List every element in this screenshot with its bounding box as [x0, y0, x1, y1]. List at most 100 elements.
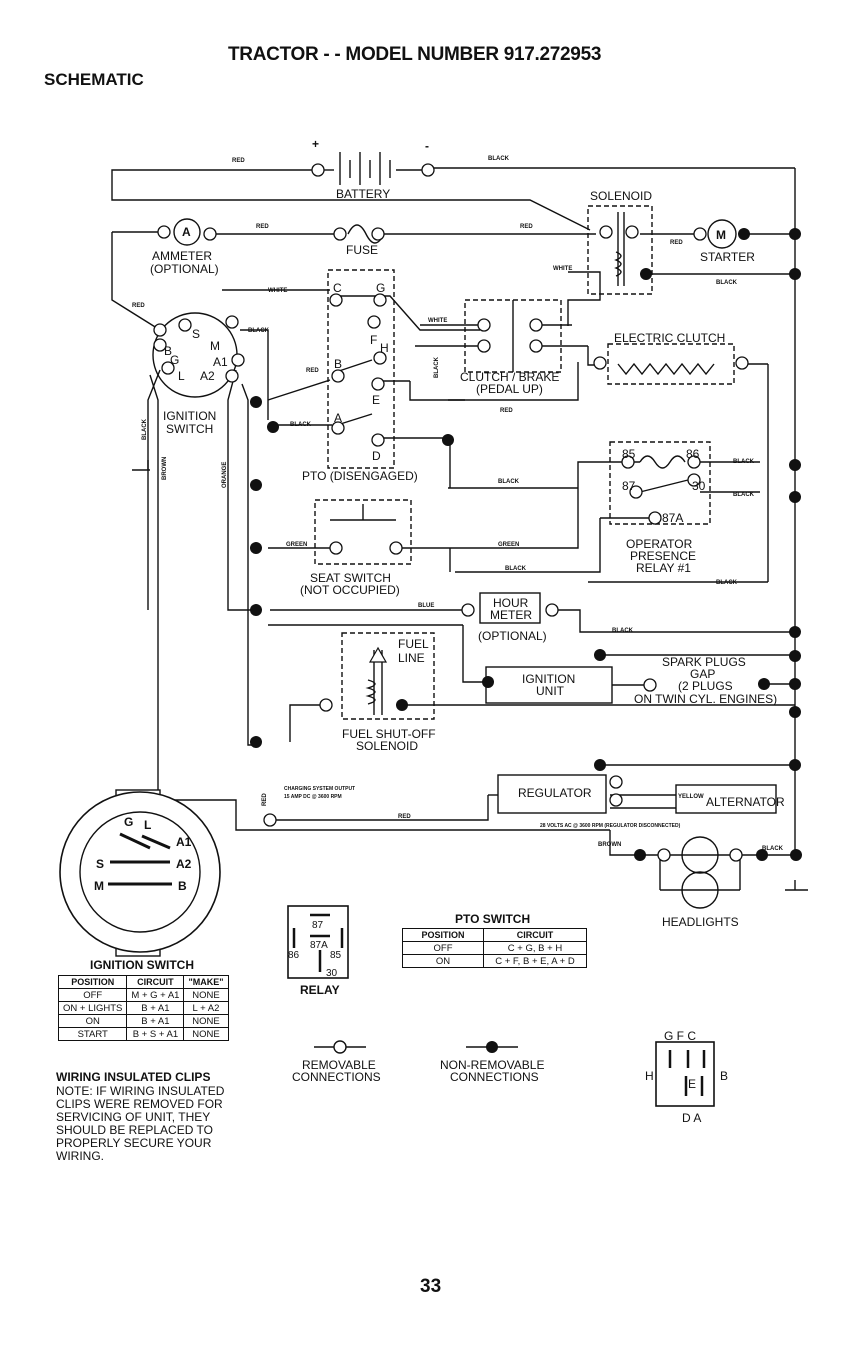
ign-col-make: "MAKE" [183, 975, 229, 989]
fuel-solenoid-label: FUEL SHUT-OFF [342, 727, 436, 741]
regulator-label: REGULATOR [518, 786, 592, 800]
pto-terminal-h: H [380, 341, 389, 355]
ign-face-m: M [94, 879, 104, 893]
relay-terminal-30: 30 [692, 479, 706, 493]
pto-col-position: POSITION [402, 928, 484, 942]
ignition-switch-diagram: G L A1 S A2 M B [59, 789, 221, 957]
ign-face-a1: A1 [176, 835, 192, 849]
wire-label-black: BLACK [248, 328, 270, 334]
wire-label-white: WHITE [428, 318, 447, 324]
relay-title: RELAY [300, 983, 340, 997]
starter-letter: M [716, 228, 726, 242]
ign-terminal-s: S [192, 327, 200, 341]
battery-plus: + [312, 137, 319, 151]
wire-label-blue: BLUE [418, 603, 434, 609]
legend-nonremovable: NON-REMOVABLE [440, 1058, 544, 1072]
legend-nonremovable-2: CONNECTIONS [450, 1070, 539, 1084]
wire-label-black: BLACK [612, 628, 634, 634]
table-row: ON + LIGHTS B + A1 L + A2 [57, 1001, 229, 1015]
electric-clutch-label: ELECTRIC CLUTCH [614, 331, 725, 345]
pto-terminal-e: E [372, 393, 380, 407]
starter-label: STARTER [700, 250, 755, 264]
spark-plugs-label: SPARK PLUGS [662, 655, 746, 669]
pto-col-circuit: CIRCUIT [483, 928, 587, 942]
wire-label-black: BLACK [290, 422, 312, 428]
wire-label-black: BLACK [716, 580, 738, 586]
legend-removable: REMOVABLE [302, 1058, 376, 1072]
relay-label-2: PRESENCE [630, 549, 696, 563]
nonremovable-connectors [250, 228, 802, 861]
fuse-label: FUSE [346, 243, 378, 257]
relay-pin-87a: 87A [310, 940, 328, 951]
pto-pinout-left: H [645, 1069, 654, 1083]
relay-terminal-87a: 87A [662, 511, 683, 525]
relay-label-1: OPERATOR [626, 537, 693, 551]
pto-terminal-f: F [370, 333, 377, 347]
table-cell: OFF [402, 941, 484, 955]
ammeter-letter: A [182, 225, 191, 239]
legend-removable-2: CONNECTIONS [292, 1070, 381, 1084]
table-cell: NONE [183, 1014, 229, 1028]
ign-switch-title: IGNITION SWITCH [90, 958, 194, 972]
wire-label-black: BLACK [716, 280, 738, 286]
ignition-unit-label-2: UNIT [536, 684, 565, 698]
table-row: START B + S + A1 NONE [57, 1027, 229, 1041]
wire-label-brown: BROWN [598, 842, 621, 848]
wire-label-black-vertical: BLACK [142, 418, 148, 440]
headlights-label: HEADLIGHTS [662, 915, 739, 929]
alternator-label: ALTERNATOR [706, 795, 785, 809]
pto-terminal-g: G [376, 281, 385, 295]
table-cell: NONE [183, 988, 229, 1002]
table-cell: B + A1 [126, 1001, 185, 1015]
wire-label-black: BLACK [762, 846, 784, 852]
relay-pinout-diagram: 87 87A 86 85 30 [287, 905, 349, 979]
ammeter-optional: (OPTIONAL) [150, 262, 219, 276]
ammeter-label: AMMETER [152, 249, 212, 263]
clutch-brake-pedal: (PEDAL UP) [476, 382, 543, 396]
pto-switch-title: PTO SWITCH [455, 912, 531, 926]
relay-terminal-86: 86 [686, 447, 700, 461]
table-cell: START [57, 1027, 128, 1041]
table-cell: ON [57, 1014, 128, 1028]
wire-label-red: RED [232, 158, 245, 164]
pto-pinout-right: B [720, 1069, 728, 1083]
spark-gap-label: GAP [690, 667, 715, 681]
ign-terminal-g: G [170, 353, 179, 367]
ign-terminal-a2: A2 [200, 369, 215, 383]
battery-minus: - [425, 139, 429, 153]
pto-terminal-b: B [334, 357, 342, 371]
table-cell: B + S + A1 [126, 1027, 185, 1041]
clutch-brake-label: CLUTCH / BRAKE [460, 370, 559, 384]
wire-label-yellow: YELLOW [678, 794, 704, 800]
table-cell: M + G + A1 [126, 988, 185, 1002]
relay-label-3: RELAY #1 [636, 561, 691, 575]
pto-switch-table: POSITION CIRCUIT OFF C + G, B + H ON C +… [402, 928, 587, 968]
ign-switch-table: POSITION CIRCUIT "MAKE" OFF M + G + A1 N… [57, 975, 229, 1041]
pto-pinout-bottom: D A [682, 1111, 701, 1125]
ign-col-position: POSITION [57, 975, 128, 989]
pto-terminal-a: A [334, 411, 342, 425]
table-cell: NONE [183, 1027, 229, 1041]
ign-face-a2: A2 [176, 857, 192, 871]
ign-face-l: L [144, 818, 151, 832]
wire-label-brown-vertical: BROWN [162, 457, 168, 480]
wire-label-black: BLACK [488, 156, 510, 162]
pto-label: PTO (DISENGAGED) [302, 469, 418, 483]
table-cell: OFF [57, 988, 128, 1002]
page-number: 33 [420, 1276, 441, 1297]
legend-nonremovable-symbol [486, 1041, 498, 1053]
fuel-line-label-2: LINE [398, 651, 425, 665]
wire-label-black: BLACK [498, 479, 520, 485]
wire-label-green: GREEN [286, 542, 307, 548]
wire-label-black: BLACK [733, 459, 755, 465]
ign-terminal-a1: A1 [213, 355, 228, 369]
legend-removable-symbol [333, 1040, 347, 1054]
wire-label-orange-vertical: ORANGE [222, 462, 228, 488]
solenoid-label: SOLENOID [590, 189, 652, 203]
table-cell: B + A1 [126, 1014, 185, 1028]
removable-connectors [153, 163, 749, 862]
ign-col-circuit: CIRCUIT [126, 975, 185, 989]
wire-label-red-vertical: RED [262, 793, 268, 806]
wire-label-red: RED [132, 303, 145, 309]
